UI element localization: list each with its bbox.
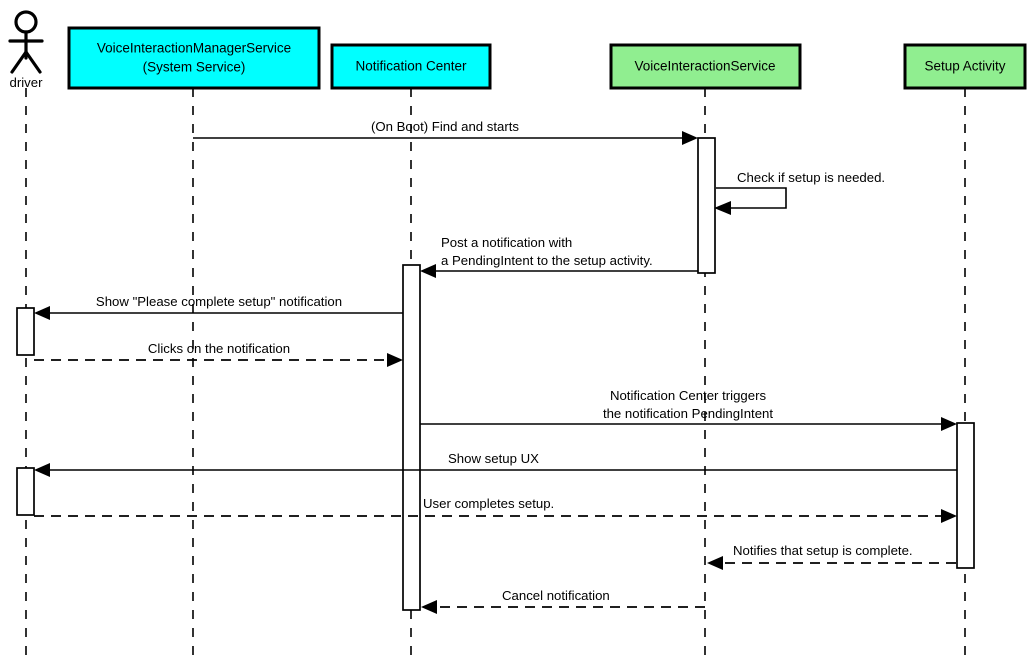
activation-bars-group xyxy=(16,137,975,611)
actor-driver[interactable]: driver xyxy=(8,10,44,90)
message-6-label-line1: Notification Center triggers xyxy=(610,388,767,403)
message-3-arrowhead xyxy=(420,264,436,278)
activation-notification-center xyxy=(402,264,421,611)
message-5-arrowhead xyxy=(387,353,403,367)
participant-setup-activity[interactable]: Setup Activity xyxy=(903,43,1027,90)
message-2-arrowhead xyxy=(714,201,731,215)
message-3-label-line1: Post a notification with xyxy=(441,235,572,250)
message-6-label-line2: the notification PendingIntent xyxy=(603,406,773,421)
activation-driver-1 xyxy=(16,307,35,356)
participant-notification-center-label: Notification Center xyxy=(355,59,467,74)
participant-voice-interaction-service[interactable]: VoiceInteractionService xyxy=(609,43,802,90)
message-5-label: Clicks on the notification xyxy=(148,341,290,356)
participant-vims-label-line2: (System Service) xyxy=(143,60,246,75)
participant-vims-box[interactable] xyxy=(67,26,321,90)
message-cancel-notification[interactable]: Cancel notification xyxy=(421,588,705,614)
message-9-label: Notifies that setup is complete. xyxy=(733,543,913,558)
participant-vims[interactable]: VoiceInteractionManagerService (System S… xyxy=(67,26,321,90)
actor-leg-right-icon xyxy=(24,50,42,74)
message-2-label: Check if setup is needed. xyxy=(737,170,885,185)
participant-vims-label-line1: VoiceInteractionManagerService xyxy=(97,41,291,56)
message-2-self-path xyxy=(716,187,787,209)
message-1-label: (On Boot) Find and starts xyxy=(371,119,519,134)
message-3-label-line2: a PendingIntent to the setup activity. xyxy=(441,253,653,268)
message-notification-center-triggers-pendingintent[interactable]: Notification Center triggers the notific… xyxy=(420,388,957,431)
message-1-arrowhead xyxy=(682,131,698,145)
message-on-boot-find-and-starts[interactable]: (On Boot) Find and starts xyxy=(193,119,698,145)
message-user-completes-setup[interactable]: User completes setup. xyxy=(34,496,957,523)
message-7-label: Show setup UX xyxy=(448,451,539,466)
participant-voice-interaction-service-label: VoiceInteractionService xyxy=(634,59,775,74)
participant-voice-interaction-service-box[interactable] xyxy=(609,43,802,90)
actor-head-icon xyxy=(14,10,38,34)
message-8-arrowhead xyxy=(941,509,957,523)
message-6-arrowhead xyxy=(941,417,957,431)
message-9-arrowhead xyxy=(707,556,723,570)
participant-notification-center-box[interactable] xyxy=(330,43,492,90)
activation-driver-2 xyxy=(16,467,35,516)
participant-setup-activity-box[interactable] xyxy=(903,43,1027,90)
message-notifies-that-setup-is-complete[interactable]: Notifies that setup is complete. xyxy=(707,543,956,570)
message-4-label: Show "Please complete setup" notificatio… xyxy=(96,294,342,309)
message-post-a-notification[interactable]: Post a notification with a PendingIntent… xyxy=(420,235,698,278)
activation-setup-activity xyxy=(956,422,975,569)
message-10-label: Cancel notification xyxy=(502,588,610,603)
message-10-arrowhead xyxy=(421,600,437,614)
participant-setup-activity-label: Setup Activity xyxy=(924,59,1005,74)
actor-leg-left-icon xyxy=(10,50,28,74)
message-4-arrowhead xyxy=(34,306,50,320)
activation-voice-interaction-service xyxy=(697,137,716,274)
message-8-label: User completes setup. xyxy=(423,496,554,511)
message-check-if-setup-is-needed[interactable]: Check if setup is needed. xyxy=(714,170,885,215)
actor-driver-label: driver xyxy=(10,75,44,90)
message-show-please-complete-setup-notification[interactable]: Show "Please complete setup" notificatio… xyxy=(34,294,403,320)
participant-notification-center[interactable]: Notification Center xyxy=(330,43,492,90)
message-7-arrowhead xyxy=(34,463,50,477)
message-clicks-on-the-notification[interactable]: Clicks on the notification xyxy=(34,341,403,367)
message-show-setup-ux[interactable]: Show setup UX xyxy=(34,451,957,477)
